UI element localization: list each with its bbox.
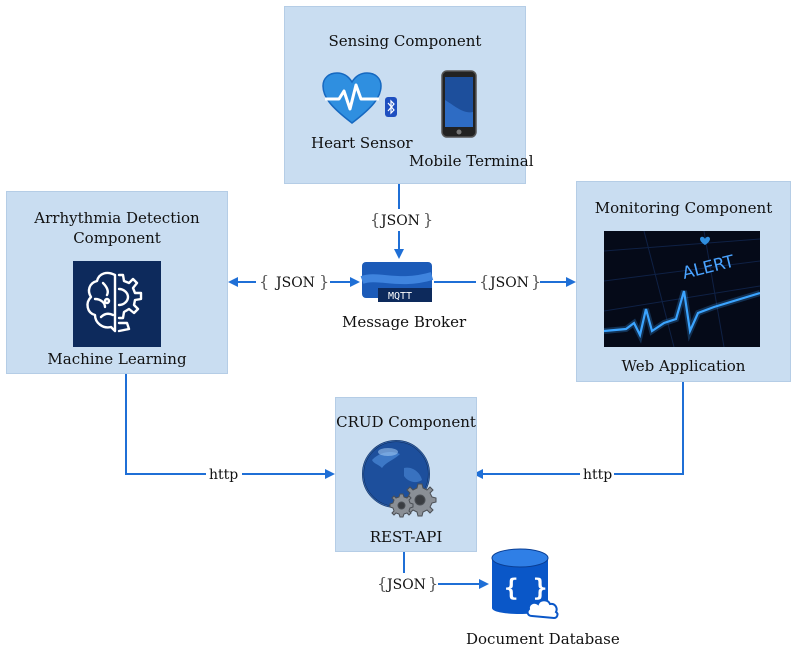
json-label-sensing: JSON <box>379 213 420 229</box>
arrhythmia-title-line1: Arrhythmia Detection <box>34 209 200 227</box>
sensing-component-title: Sensing Component <box>328 32 482 50</box>
arrhythmia-to-crud-arrow <box>125 372 335 479</box>
globe-gears-icon <box>362 440 437 518</box>
json-brace-close: } <box>423 210 433 229</box>
bluetooth-icon <box>385 97 397 117</box>
document-database-label: Document Database <box>466 630 620 648</box>
monitoring-component-box: Monitoring Component ALERT Web Applicati… <box>576 181 791 382</box>
crud-component-title: CRUD Component <box>336 413 476 431</box>
mqtt-broker-icon: MQTT <box>360 262 434 302</box>
rest-api-label: REST-API <box>369 528 443 546</box>
mobile-terminal-label: Mobile Terminal <box>409 152 534 170</box>
json-brace-close: } <box>428 574 438 593</box>
json-brace-open: { <box>370 210 380 229</box>
monitoring-to-crud-arrow <box>473 380 684 479</box>
machine-learning-label: Machine Learning <box>47 350 187 368</box>
json-label-left: JSON <box>274 275 315 291</box>
heart-sensor-label: Heart Sensor <box>311 134 413 152</box>
document-database-icon: { } <box>491 548 559 620</box>
json-label-right: JSON <box>488 275 529 291</box>
http-label-left: http <box>209 467 238 483</box>
json-brace-open: { <box>377 574 387 593</box>
monitoring-component-title: Monitoring Component <box>594 199 773 217</box>
sensing-component-box: Sensing Component Heart Sensor Mobile Te… <box>284 6 534 184</box>
json-brace-close: } <box>531 272 541 291</box>
message-broker-label: Message Broker <box>342 313 467 331</box>
arrhythmia-detection-box: Arrhythmia Detection Component Machine L… <box>6 191 228 374</box>
mobile-phone-icon <box>441 70 477 138</box>
crud-component-box: CRUD Component REST-API <box>335 397 477 552</box>
json-brace-open: { <box>479 272 489 291</box>
svg-text:{ }: { } <box>504 574 547 602</box>
web-application-label: Web Application <box>621 357 746 375</box>
heart-sensor-icon <box>322 72 382 124</box>
json-brace-close: } <box>319 272 329 291</box>
machine-learning-brain-icon <box>73 261 161 347</box>
json-label-db: JSON <box>385 577 426 593</box>
json-brace-open: { <box>259 272 269 291</box>
http-label-right: http <box>583 467 612 483</box>
alert-monitor-screen-icon: ALERT <box>604 231 760 347</box>
arrhythmia-title-line2: Component <box>73 229 161 247</box>
mqtt-logo-text: MQTT <box>388 291 412 302</box>
